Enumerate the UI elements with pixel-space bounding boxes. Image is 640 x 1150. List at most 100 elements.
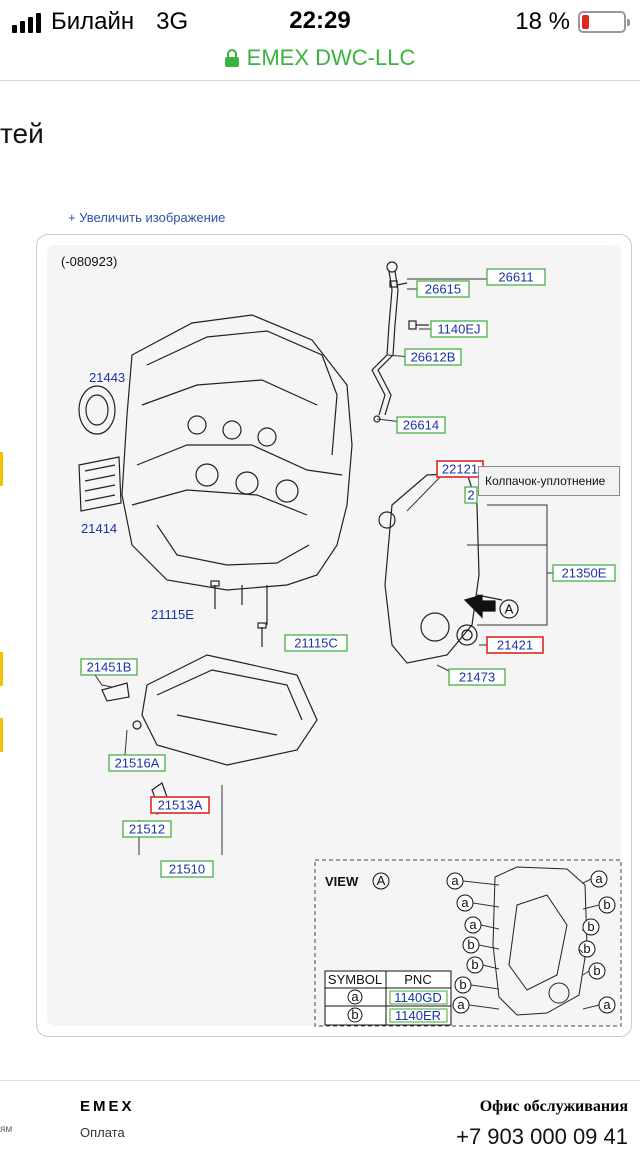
signal-icon [12,11,41,33]
network-type: 3G [156,8,189,35]
view-mark-circle [372,872,390,890]
bolt-drawings [210,280,429,647]
address-bar[interactable]: EMEX DWC-LLC [0,38,640,78]
status-bar: Билайн 3G 22:29 18 % [0,0,640,40]
footer-brand[interactable]: EMEX [80,1098,135,1115]
view-callout-leader [482,964,500,970]
part-number-box[interactable] [430,320,488,338]
view-callout-right: a [595,871,603,886]
enlarge-image-link[interactable]: + Увеличить изображение [68,210,226,225]
pnc-cell[interactable]: 1140GD [394,990,441,1005]
pnc-header: PNC [404,972,431,987]
part-number-26614[interactable]: 26614 [403,418,439,433]
part-label[interactable]: 21115E [151,607,194,622]
part-number-21350E[interactable]: 21350E [562,566,607,581]
part-number-22121[interactable]: 22121 [442,462,478,477]
battery-fill [582,15,589,29]
part-number-21115C[interactable]: 21115C [294,636,338,651]
part-number-box[interactable] [464,486,478,504]
symbol-cell: b [351,1007,358,1022]
part-number-21512[interactable]: 21512 [129,822,165,837]
view-callout-left: a [457,997,465,1012]
view-callout-leader [478,944,500,950]
view-a-box [314,859,622,1027]
footer-phone[interactable]: +7 903 000 09 41 [456,1124,628,1149]
footer-divider [0,1080,640,1081]
part-number-box[interactable] [80,658,138,676]
view-arrow-icon [463,594,496,619]
lock-icon [224,49,239,67]
view-mark: A [377,873,386,888]
part-number-box[interactable] [448,668,506,686]
part-number-box[interactable] [284,634,348,652]
carrier-name: Билайн [51,8,135,35]
site-domain[interactable]: EMEX DWC-LLC [246,45,416,70]
pnc-cell[interactable]: 1140ER [395,1008,441,1023]
symbol-cell: a [351,989,359,1004]
part-number-26615[interactable]: 26615 [425,282,461,297]
side-marker [0,718,3,752]
part-number-26611[interactable]: 26611 [498,270,533,285]
view-callout-leader [578,948,584,954]
view-callout-right: b [583,941,590,956]
view-callout-left: a [469,917,477,932]
part-number-21516A[interactable]: 21516A [115,756,160,771]
serial-range: (-080923) [61,254,117,269]
view-callout-left: a [451,873,459,888]
part-number-2[interactable]: 2 [467,488,474,503]
footer-pay-link[interactable]: Оплата [80,1125,125,1140]
symbol-table: SYMBOL PNC a 1140GD b 1140ER [324,970,452,1026]
part-number-boxes: 26611 26615 1140EJ 26612B 26614 22121 2 21350E 2… [80,268,616,878]
view-callout-leader [470,984,500,990]
part-number-1140EJ[interactable]: 1140EJ [437,322,480,337]
view-callout-leader [468,1004,500,1010]
oil-seal-drawing [78,385,116,435]
part-number-21513A[interactable]: 21513A [158,798,203,813]
part-number-21451B[interactable]: 21451B [87,660,132,675]
part-number-21421[interactable]: 21421 [497,638,533,653]
part-number-box[interactable] [108,754,166,772]
status-left: Билайн 3G [12,8,188,36]
part-label[interactable]: 21443 [89,370,125,385]
part-number-box[interactable] [160,860,214,878]
header-divider [0,80,640,81]
page-title: тей [0,118,44,149]
part-number-26612B[interactable]: 26612B [411,350,456,365]
battery-percent: 18 % [515,8,570,35]
view-callout-left: a [461,895,469,910]
clock: 22:29 [289,7,351,34]
part-number-box[interactable] [486,268,546,286]
battery-icon [578,11,630,33]
cover-detail-drawing [492,866,588,1016]
view-callout-left: b [467,937,474,952]
view-callout-leader [480,924,500,930]
view-callout-leader [582,970,590,976]
view-callout-left: b [459,977,466,992]
part-number-21510[interactable]: 21510 [169,862,205,877]
part-number-box[interactable] [396,416,446,434]
view-callout-right: a [603,997,611,1012]
view-callout-leader [582,878,592,884]
engine-block-drawing [121,314,353,625]
part-number-box[interactable] [150,796,210,814]
oil-pan-drawing [101,654,318,804]
part-label[interactable]: 21414 [81,521,117,536]
part-number-box[interactable] [404,348,462,366]
status-right: 18 % [515,8,630,36]
part-number-21473[interactable]: 21473 [459,670,495,685]
view-callout-right: b [593,963,600,978]
part-number-box[interactable] [122,820,172,838]
view-callout-right: b [603,897,610,912]
view-a-detail: VIEW A SYMBOL PNC a 1140GD [314,859,622,1027]
footer-office-heading[interactable]: Офис обслуживания [479,1098,628,1115]
symbol-header: SYMBOL [328,972,382,987]
rear-plate-drawing [78,456,122,512]
side-marker [0,452,3,486]
part-number-box[interactable] [416,280,470,298]
part-number-box[interactable] [486,636,544,654]
part-number-box[interactable] [552,564,616,582]
view-arrow-mark: A [505,602,514,617]
